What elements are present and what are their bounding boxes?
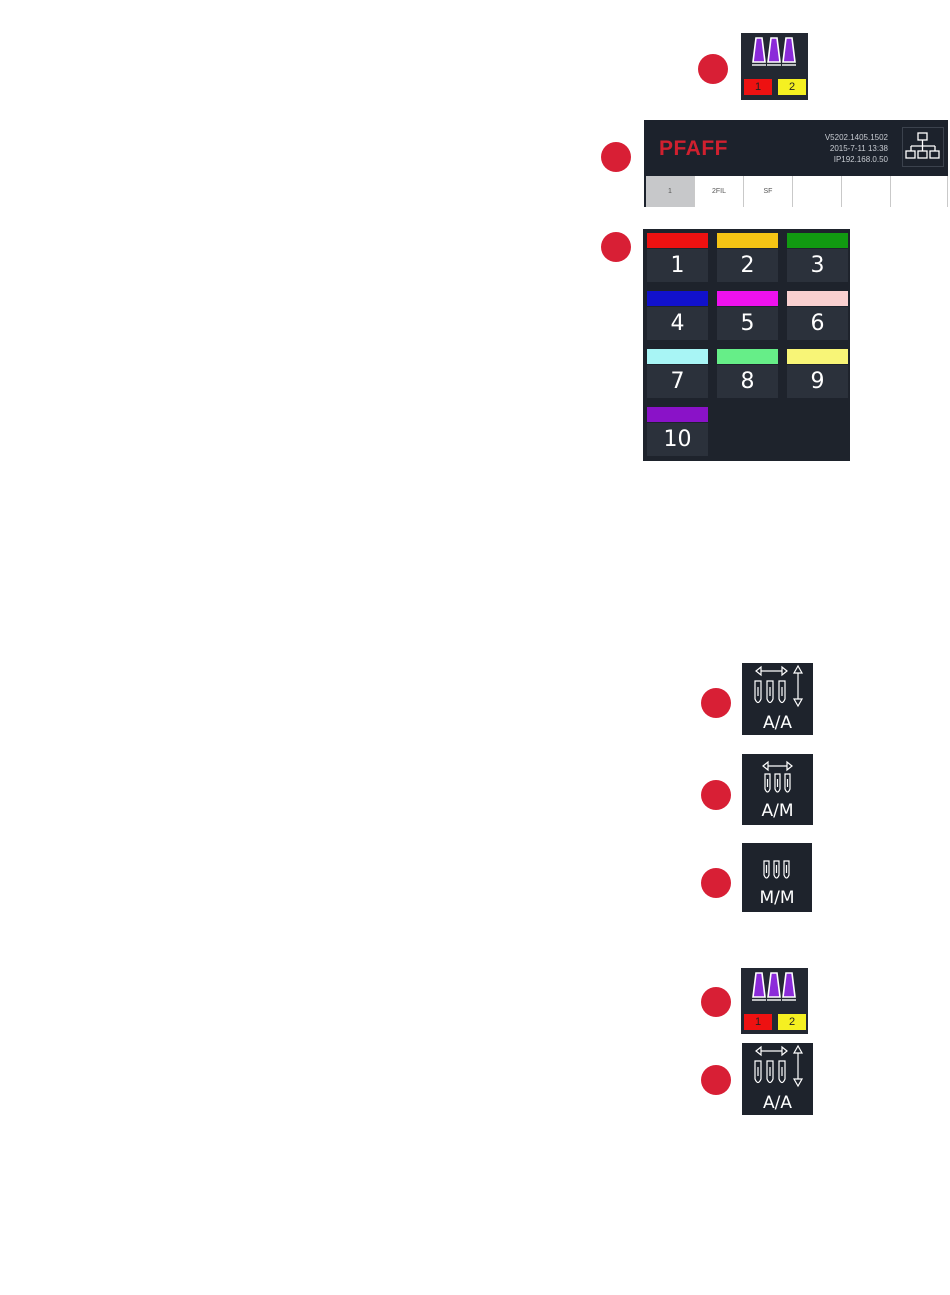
color-swatch xyxy=(787,291,848,306)
color-number: 1 xyxy=(647,249,708,282)
callout-marker-8 xyxy=(701,1065,731,1095)
color-number: 4 xyxy=(647,307,708,340)
network-icon xyxy=(903,128,943,166)
color-button-6[interactable]: 6 xyxy=(787,288,848,340)
callout-marker-4 xyxy=(701,688,731,718)
callout-marker-3 xyxy=(601,232,631,262)
datetime-text: 2015-7-11 13:38 xyxy=(825,143,888,154)
brand-logo: PFAFF xyxy=(659,137,728,161)
thread-slot-2: 2 xyxy=(778,79,806,95)
color-swatch xyxy=(717,291,778,306)
thread-slot-1: 1 xyxy=(744,1014,772,1030)
thread-selection-button-2[interactable]: 1 2 xyxy=(741,968,808,1034)
thread-selection-button[interactable]: 1 2 xyxy=(741,33,808,100)
color-number: 10 xyxy=(647,423,708,456)
color-button-10[interactable]: 10 xyxy=(647,404,708,456)
ip-text: IP192.168.0.50 xyxy=(825,154,888,165)
color-number: 3 xyxy=(787,249,848,282)
color-swatch xyxy=(647,407,708,422)
thread-slot-1: 1 xyxy=(744,79,772,95)
tab-bar: 1 2FIL SF xyxy=(646,176,948,207)
callout-marker-2 xyxy=(601,142,631,172)
mode-aa-label: A/A xyxy=(742,1093,813,1113)
version-text: V5202.1405.1502 xyxy=(825,132,888,143)
color-button-4[interactable]: 4 xyxy=(647,288,708,340)
color-swatch xyxy=(787,349,848,364)
color-number: 5 xyxy=(717,307,778,340)
mode-aa-button-2[interactable]: A/A xyxy=(742,1043,813,1115)
mode-mm-button[interactable]: M/M xyxy=(742,843,812,912)
callout-marker-7 xyxy=(701,987,731,1017)
color-button-3[interactable]: 3 xyxy=(787,230,848,282)
network-button[interactable] xyxy=(902,127,944,167)
header-panel: PFAFF V5202.1405.1502 2015-7-11 13:38 IP… xyxy=(644,120,948,207)
tab-empty-6[interactable] xyxy=(891,176,948,207)
color-button-9[interactable]: 9 xyxy=(787,346,848,398)
color-number: 9 xyxy=(787,365,848,398)
color-button-1[interactable]: 1 xyxy=(647,230,708,282)
mode-mm-label: M/M xyxy=(742,888,812,908)
color-button-2[interactable]: 2 xyxy=(717,230,778,282)
color-button-8[interactable]: 8 xyxy=(717,346,778,398)
tab-1[interactable]: 1 xyxy=(646,176,695,207)
mode-aa-label: A/A xyxy=(742,713,813,733)
mode-aa-button[interactable]: A/A xyxy=(742,663,813,735)
mode-am-label: A/M xyxy=(742,801,813,821)
color-number: 2 xyxy=(717,249,778,282)
tab-empty-4[interactable] xyxy=(793,176,842,207)
color-button-5[interactable]: 5 xyxy=(717,288,778,340)
tab-sf[interactable]: SF xyxy=(744,176,793,207)
tab-empty-5[interactable] xyxy=(842,176,891,207)
tab-2fil[interactable]: 2FIL xyxy=(695,176,744,207)
color-swatch xyxy=(647,233,708,248)
system-info: V5202.1405.1502 2015-7-11 13:38 IP192.16… xyxy=(825,132,888,165)
color-swatch xyxy=(717,349,778,364)
color-swatch xyxy=(787,233,848,248)
color-number: 6 xyxy=(787,307,848,340)
color-swatch xyxy=(717,233,778,248)
color-swatch xyxy=(647,291,708,306)
color-number: 8 xyxy=(717,365,778,398)
callout-marker-6 xyxy=(701,868,731,898)
color-number: 7 xyxy=(647,365,708,398)
callout-marker-1 xyxy=(698,54,728,84)
callout-marker-5 xyxy=(701,780,731,810)
thread-slot-2: 2 xyxy=(778,1014,806,1030)
color-selection-grid: 1 2 3 4 5 6 7 8 9 10 xyxy=(643,229,850,461)
color-button-7[interactable]: 7 xyxy=(647,346,708,398)
color-swatch xyxy=(647,349,708,364)
mode-am-button[interactable]: A/M xyxy=(742,754,813,825)
